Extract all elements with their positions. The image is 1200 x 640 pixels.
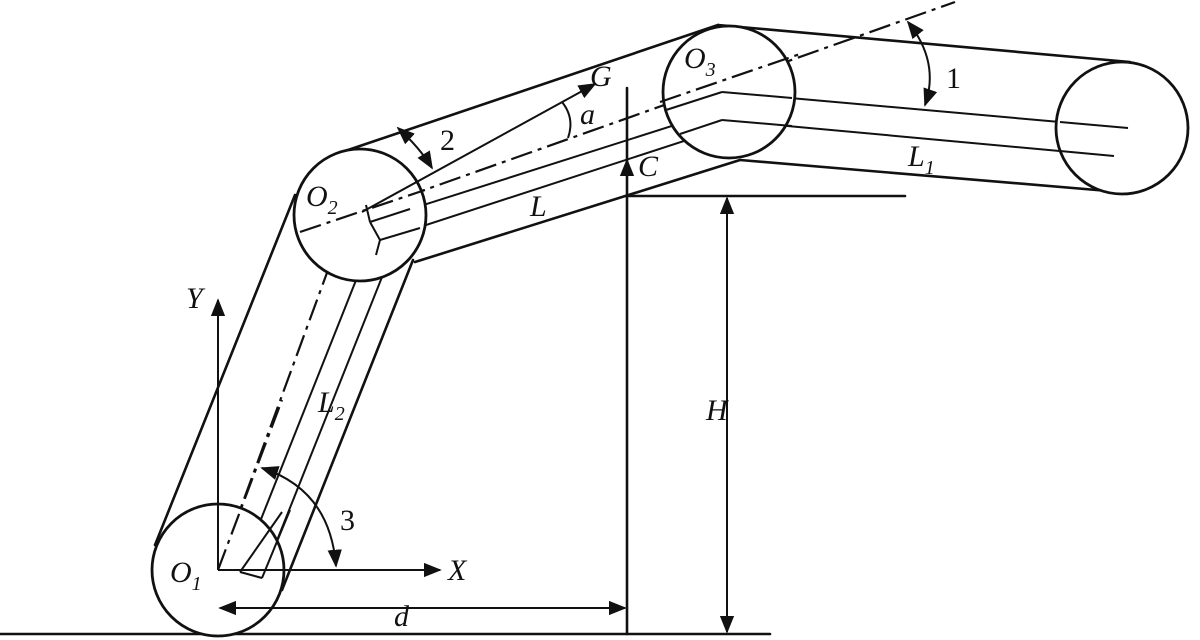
label-y-axis: Y (186, 282, 206, 315)
label-h: H (705, 394, 730, 427)
label-a: a (580, 98, 595, 131)
label-c: C (638, 150, 659, 183)
vector-g (361, 83, 597, 213)
label-o2: O2 (306, 180, 338, 219)
label-o3: O3 (684, 42, 716, 81)
label-g: G (590, 60, 612, 93)
angle-2-arc (396, 126, 433, 170)
label-l1: L1 (907, 140, 935, 179)
label-angle-3: 3 (340, 504, 355, 537)
label-l2: L2 (317, 386, 345, 425)
label-o1: O1 (170, 556, 202, 595)
joint-o2 (292, 147, 428, 283)
angle-1-arc (906, 20, 938, 107)
label-angle-1: 1 (946, 62, 961, 95)
label-angle-2: 2 (440, 124, 455, 157)
label-l: L (529, 190, 547, 223)
inner-link-segments (216, 52, 1129, 579)
label-x-axis: X (447, 554, 468, 587)
link-l (346, 0, 956, 264)
angle-3-arc (260, 466, 342, 568)
angle-a-arc (561, 101, 572, 139)
label-d: d (394, 600, 410, 633)
